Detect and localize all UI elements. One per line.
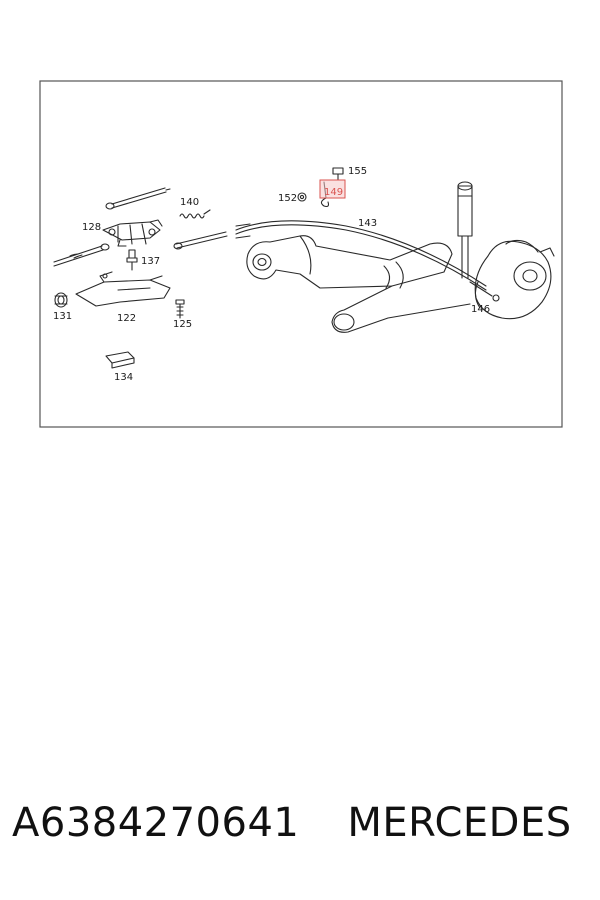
rear-axle bbox=[246, 235, 471, 333]
drawing bbox=[53, 167, 555, 369]
diagram-frame bbox=[39, 80, 563, 428]
callout-149: 149 bbox=[324, 187, 343, 198]
callout-128: 128 bbox=[82, 222, 101, 233]
shock-absorber bbox=[457, 181, 473, 279]
callout-155: 155 bbox=[348, 166, 367, 177]
spring-140 bbox=[179, 209, 211, 219]
callout-122: 122 bbox=[117, 313, 136, 324]
callout-143: 143 bbox=[358, 218, 377, 229]
highlight-box-149 bbox=[319, 179, 346, 199]
front-cable bbox=[105, 187, 171, 210]
part-number: A6384270641 bbox=[12, 800, 300, 846]
bolt-155 bbox=[332, 167, 344, 181]
clip-149 bbox=[320, 181, 330, 208]
lever-assembly-128 bbox=[102, 219, 163, 247]
brand-name: MERCEDES bbox=[347, 800, 572, 846]
callout-125: 125 bbox=[173, 319, 192, 330]
main-cable-143 bbox=[173, 220, 500, 302]
callout-137: 137 bbox=[141, 256, 160, 267]
callout-131: 131 bbox=[53, 311, 72, 322]
left-cable bbox=[53, 243, 110, 267]
caption: A6384270641 MERCEDES bbox=[12, 800, 592, 860]
pad-134 bbox=[105, 351, 135, 369]
hub-drum bbox=[474, 239, 555, 320]
grommet-131 bbox=[54, 292, 68, 308]
bolt-125 bbox=[175, 299, 185, 319]
callout-140: 140 bbox=[180, 197, 199, 208]
callout-152: 152 bbox=[278, 193, 297, 204]
nut-152 bbox=[297, 192, 307, 202]
callout-146: 146 bbox=[471, 304, 490, 315]
bracket-122 bbox=[75, 271, 171, 307]
bolt-137 bbox=[126, 249, 138, 271]
callout-134: 134 bbox=[114, 372, 133, 383]
